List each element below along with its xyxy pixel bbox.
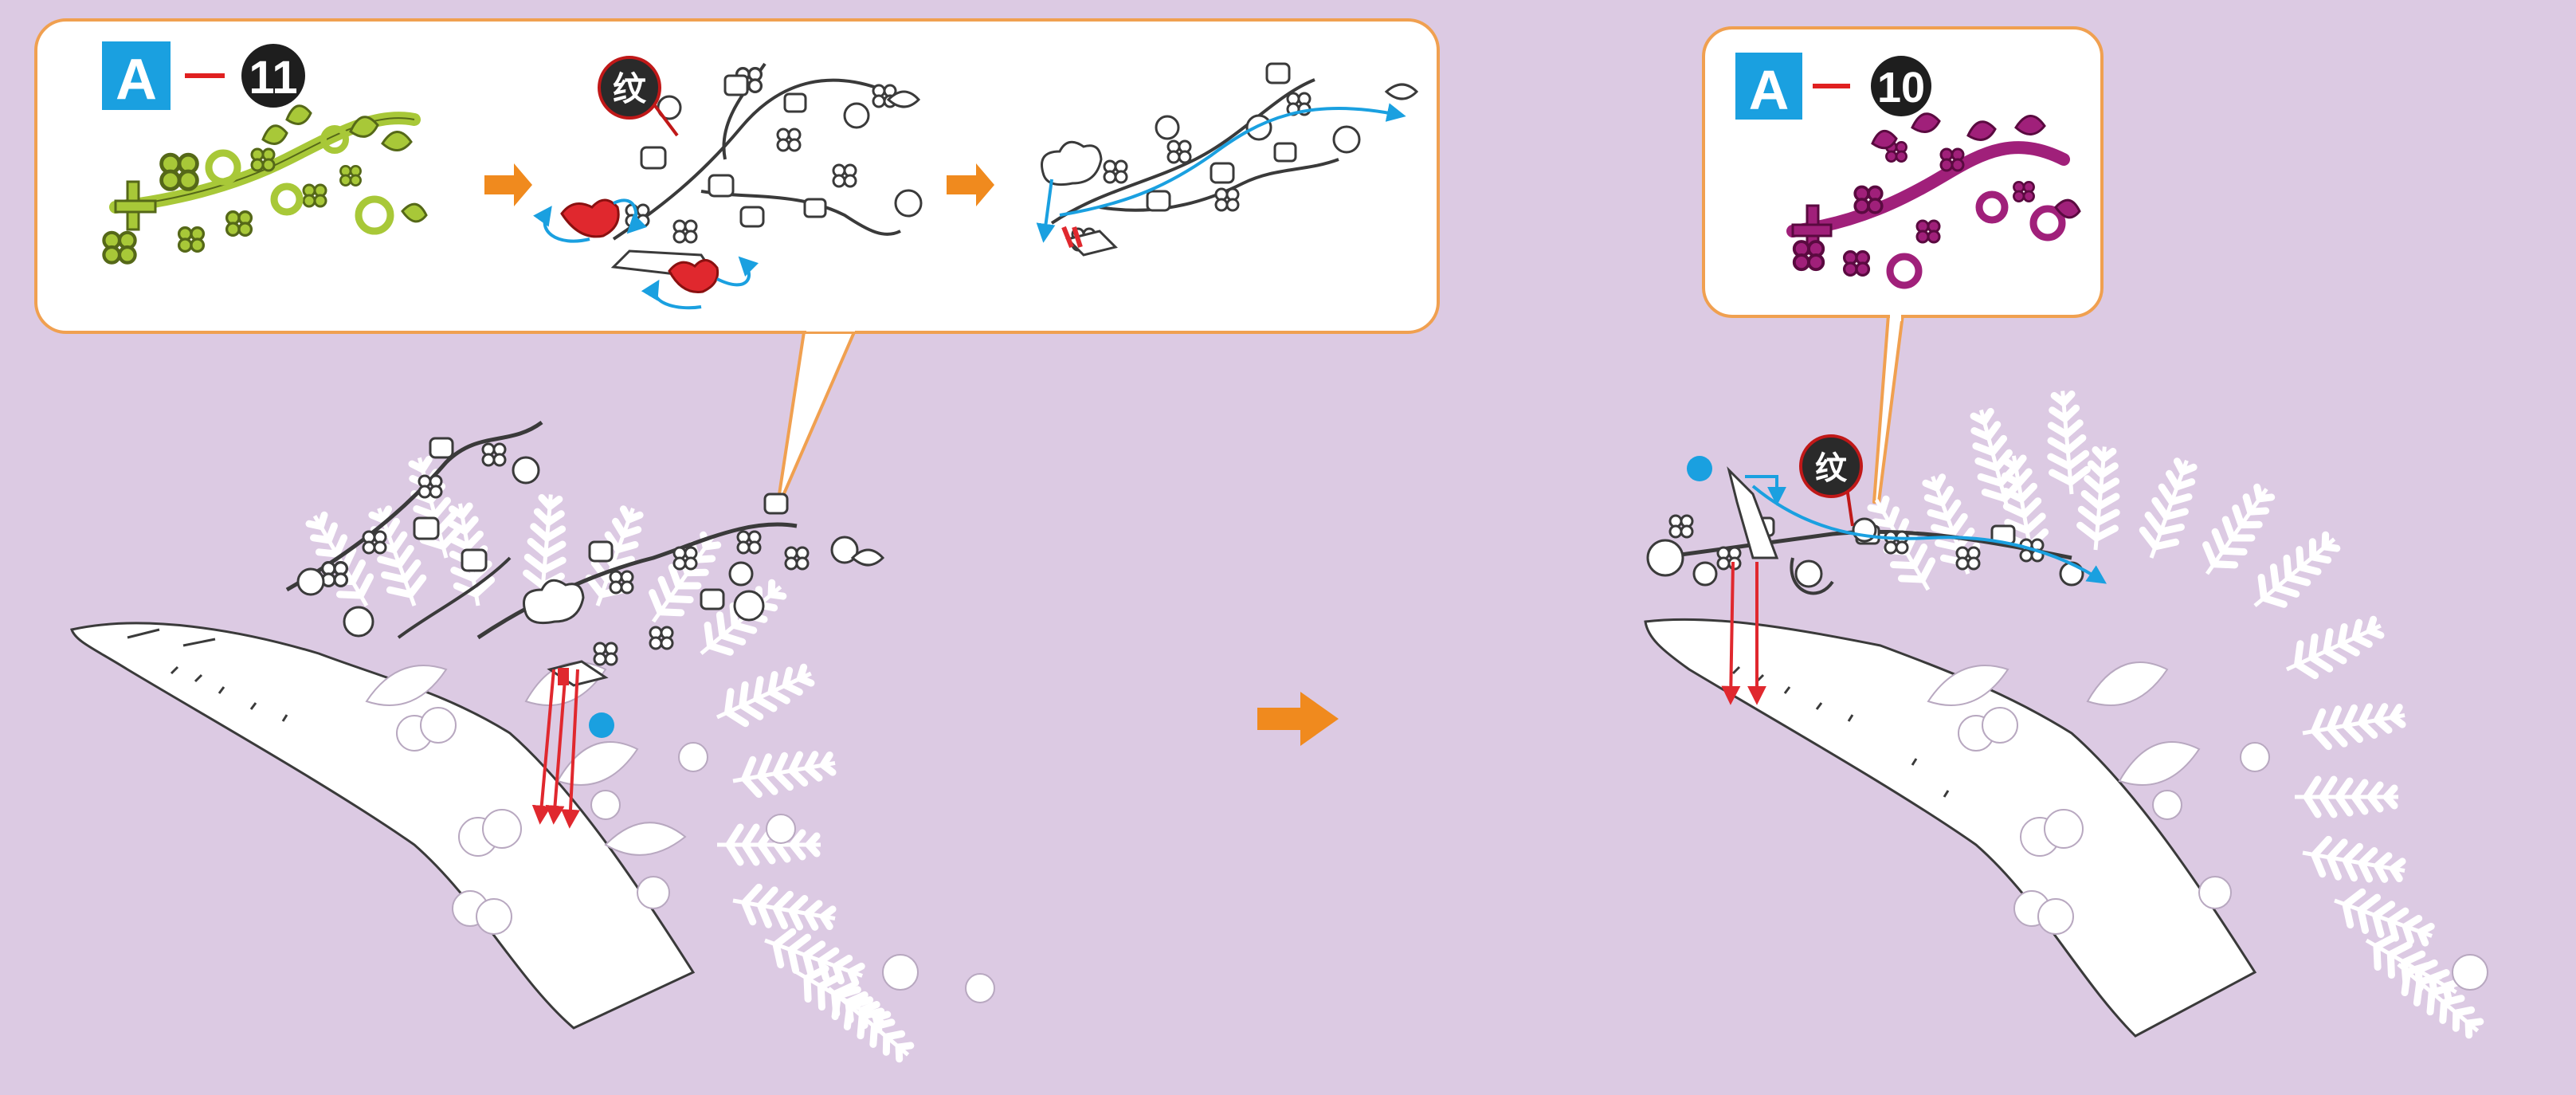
part-a11-preview	[104, 104, 428, 263]
drop-guide-arrow	[1745, 475, 1786, 506]
badge-number: 10	[1877, 64, 1925, 112]
step-right: A 10	[1644, 26, 2489, 1045]
tag-char: 纹	[613, 69, 647, 108]
paper-model-right: 纹	[1644, 390, 2489, 1045]
route-strip-sketch	[1041, 62, 1419, 257]
part-badge: A 10	[1735, 53, 1931, 121]
route-guide-arrow	[1751, 485, 2107, 584]
arrow-right-icon	[1257, 692, 1339, 746]
tag-badge: 纹	[1799, 434, 1863, 527]
blue-dot-icon	[589, 712, 614, 738]
drop-guide-arrow	[1036, 179, 1056, 243]
fold-petals-sketch	[560, 62, 923, 293]
route-guide-arrow	[1059, 103, 1406, 217]
arrow-right-icon	[484, 163, 532, 206]
tag-char: 纹	[1815, 450, 1848, 487]
callout-pointer	[1872, 313, 1904, 504]
badge-number: 11	[249, 52, 297, 104]
badge-letter: A	[116, 48, 157, 112]
fold-arrows	[533, 198, 759, 310]
blue-dot-icon	[1687, 456, 1712, 481]
badge-letter: A	[1749, 59, 1790, 121]
tag-badge: 纹	[598, 56, 679, 137]
part-badge: A 11	[102, 41, 305, 112]
insert-arrows	[531, 668, 580, 829]
step-left: A 11	[34, 18, 1440, 1068]
arrow-right-icon	[947, 163, 994, 206]
paper-model-left	[70, 420, 995, 1068]
part-a10-preview	[1786, 112, 2081, 289]
callout-pointer	[775, 325, 858, 512]
insert-arrows	[1721, 561, 1766, 705]
